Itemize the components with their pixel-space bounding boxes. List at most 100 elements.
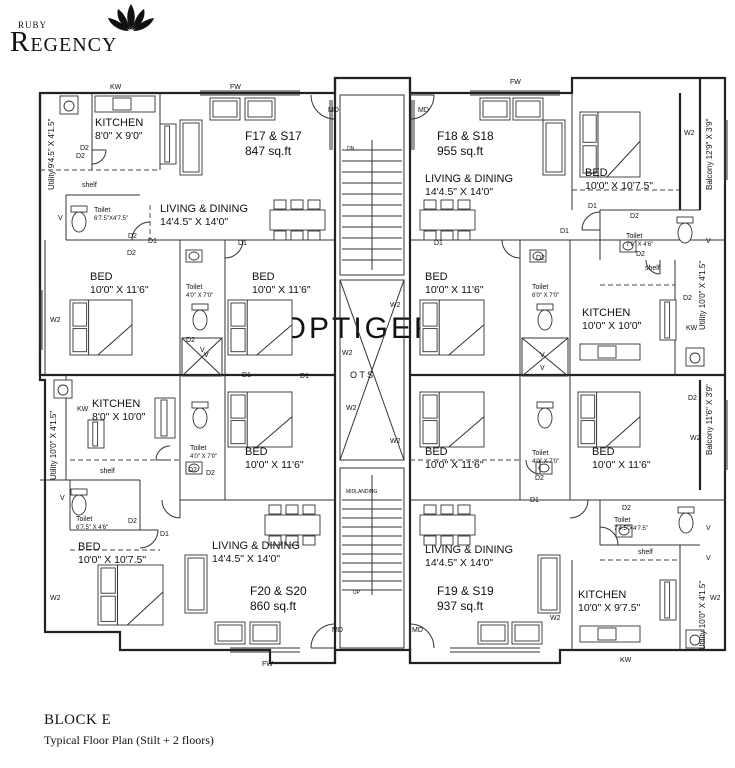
plan-tag: D2 <box>536 255 545 262</box>
room-name: BED <box>425 446 448 458</box>
kitchen-counter <box>579 343 641 361</box>
washing-machine <box>685 629 705 649</box>
room-name: KITCHEN <box>95 117 143 129</box>
room-size: 14'4.5" X 14'0" <box>425 557 493 569</box>
stair-dn-label: DN <box>347 146 355 152</box>
dining-set <box>419 199 476 241</box>
room-size: 14'4.5" X 14'0" <box>425 186 493 198</box>
plan-tag: shelf <box>100 468 115 475</box>
block-title: BLOCK E <box>44 712 112 728</box>
room-name: BED <box>252 271 275 283</box>
armchair <box>511 621 543 645</box>
plan-tag: D1 <box>242 372 251 379</box>
toilet-fixture <box>536 303 554 331</box>
window <box>724 120 728 180</box>
bed-furniture <box>579 111 641 178</box>
room-size: 14'4.5" X 14'0" <box>160 216 228 228</box>
plan-tag: D2 <box>76 153 85 160</box>
door-swing <box>645 259 661 275</box>
plan-tag: D2 <box>630 213 639 220</box>
plan-tag: D2 <box>127 250 136 257</box>
armchair <box>477 621 509 645</box>
ots-label: O T S <box>350 370 373 380</box>
window <box>329 100 333 150</box>
room-size: 10'0" X 11'6" <box>425 459 484 471</box>
toilet-fixture <box>191 401 209 429</box>
armchair <box>209 97 241 121</box>
plan-tag: D1 <box>300 373 309 380</box>
plan-tag: W2 <box>342 350 353 357</box>
door-swing <box>409 623 435 649</box>
armchair <box>479 97 511 121</box>
sofa <box>542 119 566 176</box>
armchair <box>244 97 276 121</box>
toilet-size: 6'7.5"X4'7.5" <box>94 216 128 222</box>
furniture <box>39 90 728 653</box>
toilet-size: 7'4.5"X4'7.5" <box>614 526 648 532</box>
vertical-label: Balcony 11'6" X 3'9" <box>705 384 714 455</box>
plan-tag: V <box>706 238 711 245</box>
plan-tag: MD <box>412 627 423 634</box>
plan-tag: D1 <box>588 203 597 210</box>
window <box>450 647 540 653</box>
toilet-size: 4'0" X 7'0" <box>190 454 217 460</box>
room-name: KITCHEN <box>578 589 626 601</box>
plan-tag: W2 <box>690 435 701 442</box>
washing-machine <box>59 95 79 115</box>
bed-furniture <box>69 299 133 356</box>
plan-tag: D2 <box>683 295 692 302</box>
stair-core: O T S MIDLANDING DN UP <box>339 94 405 649</box>
armchair <box>214 621 246 645</box>
room-size: 10'0" X 11'6" <box>90 284 149 296</box>
room-size: 8'0" X 10'0" <box>92 411 146 423</box>
plan-tag: D2 <box>80 145 89 152</box>
washing-machine <box>53 379 73 399</box>
door-swing <box>224 239 244 259</box>
plan-tag: V <box>706 555 711 562</box>
kitchen-sink <box>87 419 105 449</box>
toilet-name: Toilet <box>532 284 548 291</box>
unit-id: F18 & S18 <box>437 129 494 143</box>
toilet-fixture <box>676 216 694 244</box>
door-swing <box>501 239 521 259</box>
room-size: 10'0" X 11'6" <box>592 459 651 471</box>
plan-tag: KW <box>110 84 122 91</box>
plan-tag: V <box>540 365 545 372</box>
plan-tag: shelf <box>638 549 653 556</box>
floor-plan: PROPTIGER O T S MIDLANDING DN UP <box>38 76 728 668</box>
room-name: BED <box>78 541 101 553</box>
room-name: LIVING & DINING <box>212 540 300 552</box>
plan-tag: FW <box>230 84 241 91</box>
unit-id: F19 & S19 <box>437 584 494 598</box>
door-swing <box>91 149 107 165</box>
plan-tag: KW <box>77 406 89 413</box>
plan-tag: D2 <box>128 233 137 240</box>
vertical-label: Utility 9'4.5" X 4'1.5" <box>47 118 56 190</box>
plan-tag: D1 <box>434 240 443 247</box>
door-swing <box>599 526 619 546</box>
room-size: 10'0" X 10'0" <box>582 320 642 332</box>
vertical-label: Utility 10'0" X 4'1.5" <box>698 261 707 330</box>
vertical-label: Balcony 12'9" X 3'9" <box>705 118 714 190</box>
plan-tag: D2 <box>688 395 697 402</box>
plan-tag: D2 <box>188 467 197 474</box>
duct-shafts <box>181 337 569 377</box>
brand-large: Regency <box>10 26 118 58</box>
room-size: 10'0" X 10'7.5" <box>585 180 653 192</box>
room-size: 10'0" X 10'7.5" <box>78 554 146 566</box>
plan-tag: D1 <box>238 240 247 247</box>
plan-tag: MD <box>332 627 343 634</box>
room-size: 10'0" X 11'6" <box>245 459 304 471</box>
kitchen-stove <box>659 579 677 621</box>
plan-tag: MD <box>418 107 429 114</box>
room-size: 10'0" X 11'6" <box>252 284 311 296</box>
room-name: BED <box>90 271 113 283</box>
stair-up-label: UP <box>353 590 361 596</box>
plan-tag: W2 <box>50 595 61 602</box>
toilet-size: 7'0" X 4'6" <box>626 242 653 248</box>
wash-basin <box>185 461 203 475</box>
toilet-fixture <box>191 303 209 331</box>
plan-tag: D2 <box>186 337 195 344</box>
window <box>470 90 560 96</box>
room-size: 10'0" X 9'7.5" <box>578 602 641 614</box>
